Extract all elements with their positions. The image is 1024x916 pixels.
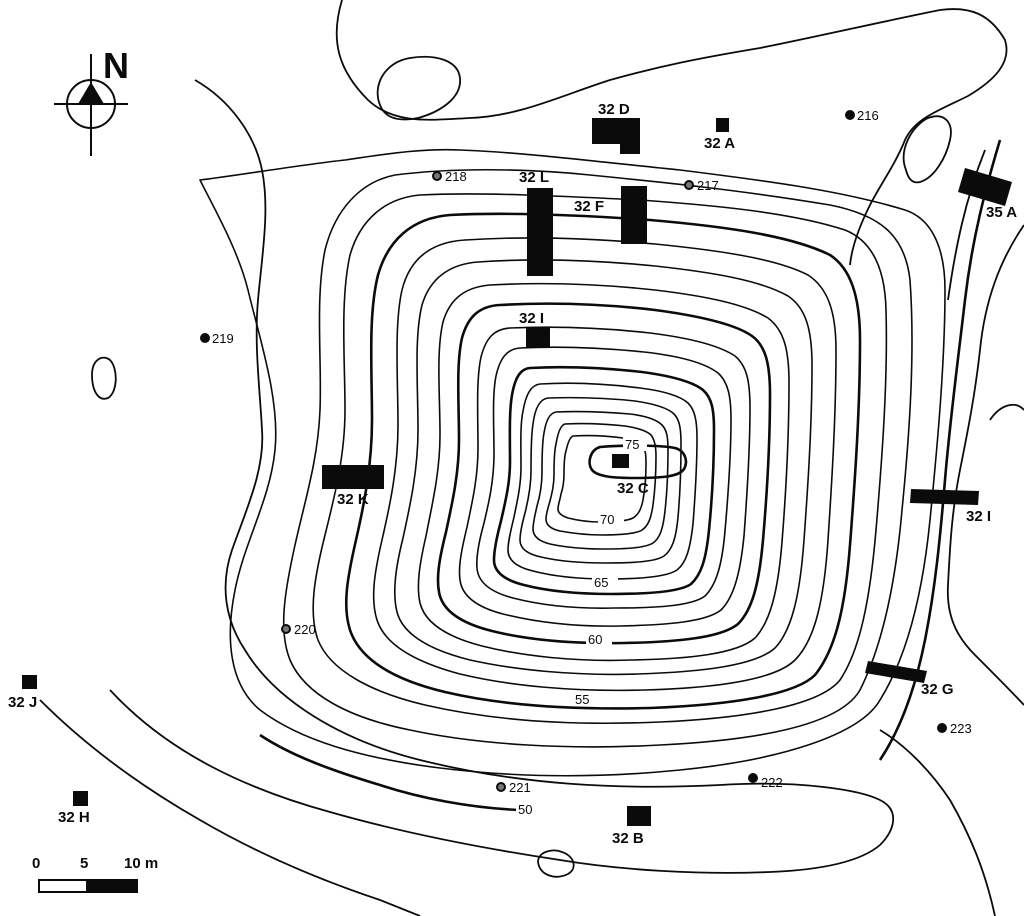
- unit-32F-label: 32 F: [574, 198, 604, 215]
- elevation-label: 55: [575, 692, 589, 707]
- scale-tick-5: 5: [80, 855, 88, 872]
- elevation-label: 50: [518, 802, 532, 817]
- outer-landform-lines: [39, 0, 1024, 916]
- unit-32B-block: [627, 806, 651, 826]
- survey-point-222: [748, 773, 758, 783]
- survey-point-219: [200, 333, 210, 343]
- unit-32L-label: 32 L: [519, 169, 549, 186]
- unit-32H-label: 32 H: [58, 809, 90, 826]
- unit-32I-label: 32 I: [966, 508, 991, 525]
- unit-32A-label: 32 A: [704, 135, 735, 152]
- unit-32D-block: [592, 118, 640, 154]
- scale-tick-10m: 10 m: [124, 855, 158, 872]
- unit-32J-label: 32 J: [8, 694, 37, 711]
- survey-point-222-label: 222: [761, 775, 783, 790]
- unit-32A-block: [716, 118, 729, 132]
- elevation-label: 70: [600, 512, 614, 527]
- survey-point-216-label: 216: [857, 108, 879, 123]
- unit-32C-label: 32 C: [617, 480, 649, 497]
- survey-point-217-label: 217: [697, 178, 719, 193]
- excavation-units: 32 D 32 A 32 L 32 F 35 A 32 I 32 C 32 K …: [8, 101, 1017, 847]
- survey-point-220-label: 220: [294, 622, 316, 637]
- unit-32J-block: [22, 675, 37, 689]
- survey-point-223: [937, 723, 947, 733]
- depression-outlines: [91, 55, 952, 878]
- north-arrow-icon: N: [54, 45, 129, 156]
- survey-point-220: [281, 624, 291, 634]
- unit-32G-block: [865, 661, 927, 683]
- unit-32L-block: [527, 188, 553, 276]
- elevation-labels: 75 70 65 60 55 50: [516, 437, 647, 817]
- unit-32I-upper-label: 32 I: [519, 310, 544, 327]
- unit-32K-label: 32 K: [337, 491, 369, 508]
- unit-35A-block: [958, 168, 1012, 206]
- survey-point-218: [432, 171, 442, 181]
- survey-point-223-label: 223: [950, 721, 972, 736]
- elevation-label: 65: [594, 575, 608, 590]
- unit-32D-label: 32 D: [598, 101, 630, 118]
- unit-32H-block: [73, 791, 88, 806]
- unit-32G-label: 32 G: [921, 681, 954, 698]
- unit-32B-label: 32 B: [612, 830, 644, 847]
- elevation-label: 75: [625, 437, 639, 452]
- mound-contours: [199, 148, 946, 812]
- survey-point-221-label: 221: [509, 780, 531, 795]
- scale-bar: 0 5 10 m: [32, 855, 158, 893]
- unit-35A-label: 35 A: [986, 204, 1017, 221]
- scale-tick-0: 0: [32, 855, 40, 872]
- elevation-label: 60: [588, 632, 602, 647]
- unit-32C-block: [612, 454, 629, 468]
- unit-32K-block: [322, 465, 384, 489]
- survey-points: 216 217 218 219 220 221 222 223: [200, 108, 972, 795]
- survey-point-218-label: 218: [445, 169, 467, 184]
- survey-point-221: [496, 782, 506, 792]
- survey-point-216: [845, 110, 855, 120]
- survey-point-219-label: 219: [212, 331, 234, 346]
- unit-32F-block: [621, 186, 647, 244]
- unit-32I-upper-block: [526, 327, 550, 347]
- north-label: N: [103, 45, 129, 86]
- unit-32I-block: [910, 489, 979, 505]
- survey-point-217: [684, 180, 694, 190]
